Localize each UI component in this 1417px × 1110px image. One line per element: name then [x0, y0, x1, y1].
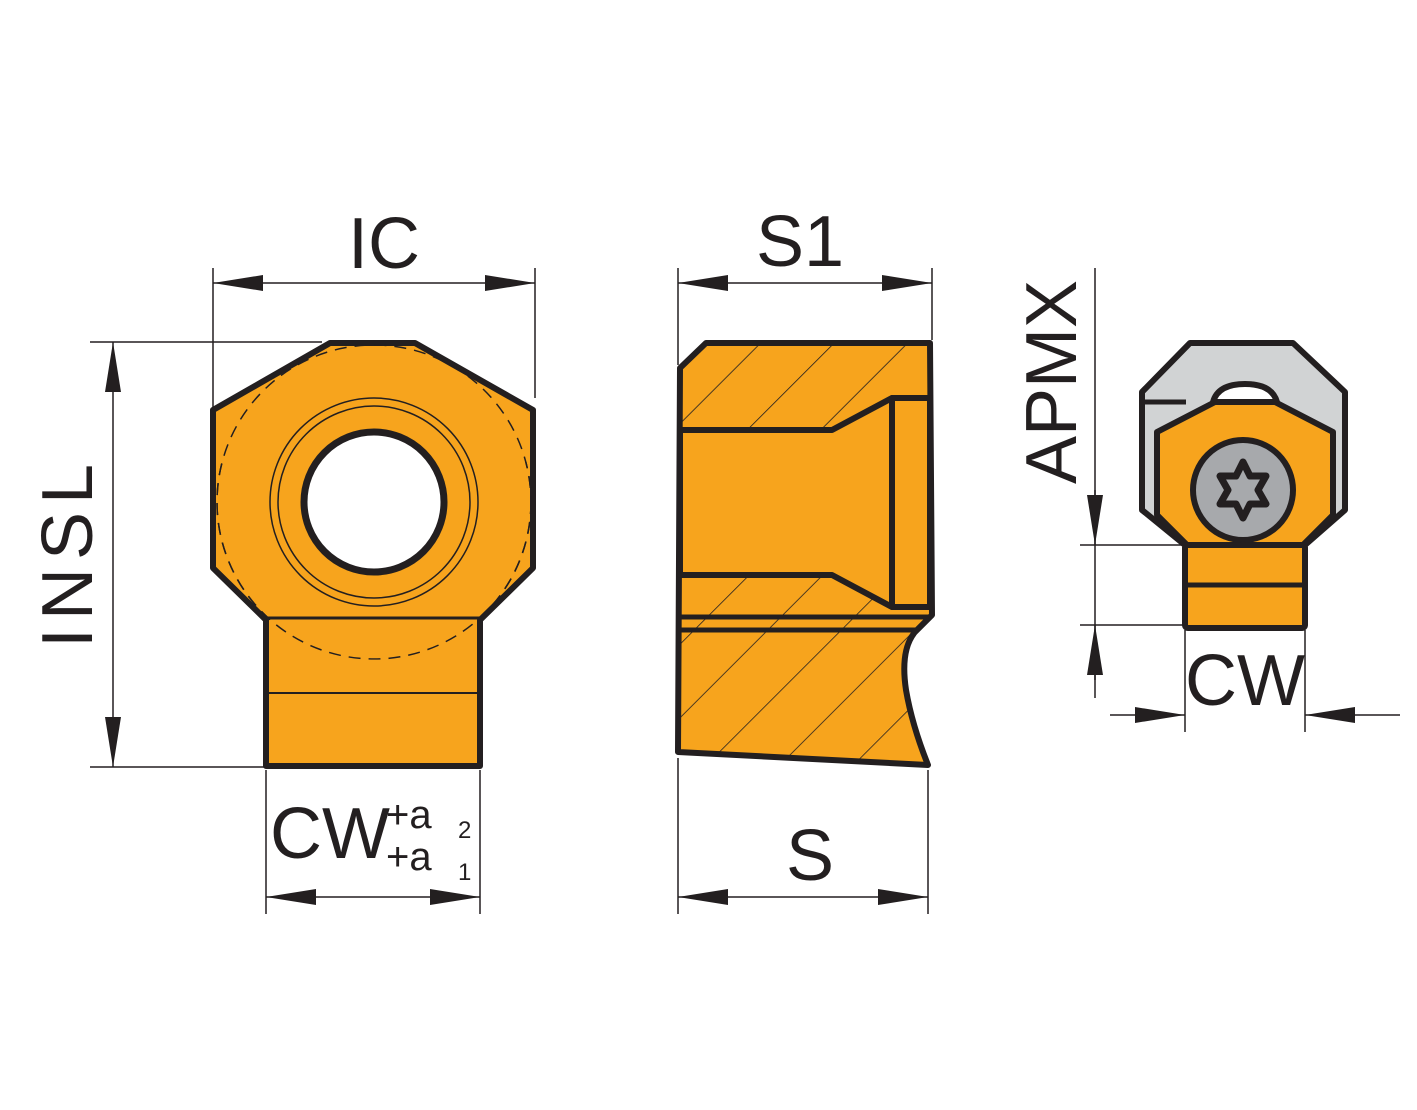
clamp-bump	[1210, 381, 1280, 405]
counterbore	[889, 395, 933, 610]
tolerance-upper-index: 2	[458, 817, 471, 844]
tolerance-upper: +a	[386, 793, 432, 837]
insl-label: INSL	[28, 456, 108, 648]
hole-ring-inner	[277, 405, 471, 599]
tolerance-lower-index: 1	[458, 859, 471, 886]
hole-ring-outer	[269, 397, 479, 607]
apmx-label: APMX	[1012, 280, 1092, 484]
front-view: IC INSL CW +a 2 +a 1	[28, 204, 536, 914]
torx-screw-icon	[1216, 458, 1270, 522]
tolerance-lower: +a	[386, 835, 432, 879]
center-hole	[300, 428, 448, 576]
s1-label: S1	[756, 202, 844, 282]
cw-label-assembly: CW	[1185, 641, 1305, 721]
bore	[677, 395, 895, 610]
ic-label: IC	[348, 204, 420, 284]
cw-label: CW	[270, 794, 390, 874]
assembly-view: APMX CW	[1012, 268, 1400, 732]
s-label: S	[786, 816, 834, 896]
side-section-view: S1 S	[675, 202, 935, 914]
inscribed-circle-lower	[217, 345, 531, 659]
